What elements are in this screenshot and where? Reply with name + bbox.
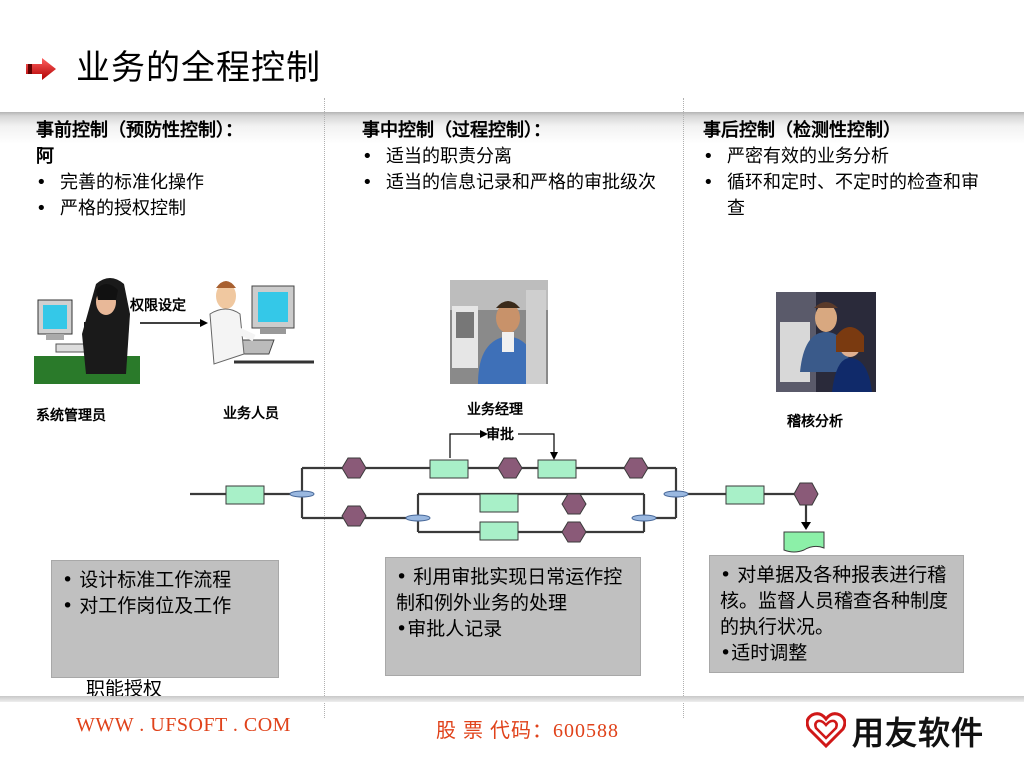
- merge-node: [405, 514, 431, 522]
- column-divider: [324, 98, 325, 718]
- process-step: [479, 493, 519, 513]
- footer-divider: [0, 696, 1024, 702]
- decision-node: [793, 482, 819, 506]
- title-arrow-icon: [26, 58, 56, 80]
- process-step: [429, 459, 469, 479]
- pre-control-heading: 事前控制（预防性控制）：: [36, 120, 243, 141]
- sysadmin-label: 系统管理员: [36, 408, 106, 424]
- process-step: [725, 485, 765, 505]
- permission-label: 权限设定: [130, 298, 186, 314]
- mid-control-heading: 事中控制（过程控制）：: [362, 120, 551, 141]
- process-flow-diagram: [190, 457, 825, 553]
- footer-url: WWW . UFSOFT . COM: [76, 714, 291, 736]
- decision-node: [341, 457, 367, 479]
- post-control-column: 事后控制（检测性控制） •严密有效的业务分析 •循环和定时、不定时的检查和审查: [703, 118, 993, 222]
- pre-control-heading-extra: 阿: [36, 146, 54, 167]
- mid-control-box: • 利用审批实现日常运作控制和例外业务的处理 •审批人记录: [385, 557, 641, 676]
- manager-label: 业务经理: [467, 402, 523, 418]
- post-control-heading: 事后控制（检测性控制）: [703, 120, 901, 141]
- slide-title: 业务的全程控制: [76, 48, 321, 88]
- list-item: •严密有效的业务分析: [703, 146, 889, 167]
- document-node: [783, 531, 825, 553]
- audit-photo: [776, 292, 876, 392]
- process-step: [225, 485, 265, 505]
- decision-node: [497, 457, 523, 479]
- manager-photo: [450, 280, 548, 384]
- pre-control-box: • 设计标准工作流程 • 对工作岗位及工作: [51, 560, 279, 678]
- list-item: •完善的标准化操作: [36, 172, 204, 193]
- decision-node: [623, 457, 649, 479]
- process-step: [479, 521, 519, 541]
- list-item: •循环和定时、不定时的检查和审查: [703, 172, 979, 219]
- footer-stock-code: 股 票 代码：600588: [436, 720, 619, 742]
- approve-label: 审批: [486, 427, 514, 443]
- mid-control-column: 事中控制（过程控制）： •适当的职责分离 •适当的信息记录和严格的审批级次: [362, 118, 667, 196]
- decision-node: [341, 505, 367, 527]
- merge-node: [663, 490, 689, 498]
- ufsoft-logo-text: 用友软件: [852, 714, 985, 752]
- arrow-right-icon: [140, 319, 208, 327]
- process-step: [537, 459, 577, 479]
- sysadmin-illustration: [34, 278, 140, 384]
- pre-control-box-overflow: 职能授权: [86, 678, 163, 700]
- decision-node: [561, 493, 587, 515]
- ufsoft-heart-icon: [806, 712, 846, 748]
- list-item: •适当的职责分离: [362, 146, 512, 167]
- approval-arrow: [449, 430, 558, 460]
- staff-illustration: [209, 281, 314, 365]
- header-band: [0, 112, 1024, 148]
- post-control-box: • 对单据及各种报表进行稽核。监督人员稽查各种制度的执行状况。 •适时调整: [709, 555, 964, 673]
- decision-node: [561, 521, 587, 543]
- list-item: •适当的信息记录和严格的审批级次: [362, 172, 656, 193]
- pre-control-column: 事前控制（预防性控制）： 阿 •完善的标准化操作 •严格的授权控制: [36, 118, 316, 222]
- audit-label: 稽核分析: [787, 414, 843, 430]
- merge-node: [289, 490, 315, 498]
- merge-node: [631, 514, 657, 522]
- column-divider: [683, 98, 684, 718]
- list-item: •严格的授权控制: [36, 198, 186, 219]
- staff-label: 业务人员: [223, 406, 279, 422]
